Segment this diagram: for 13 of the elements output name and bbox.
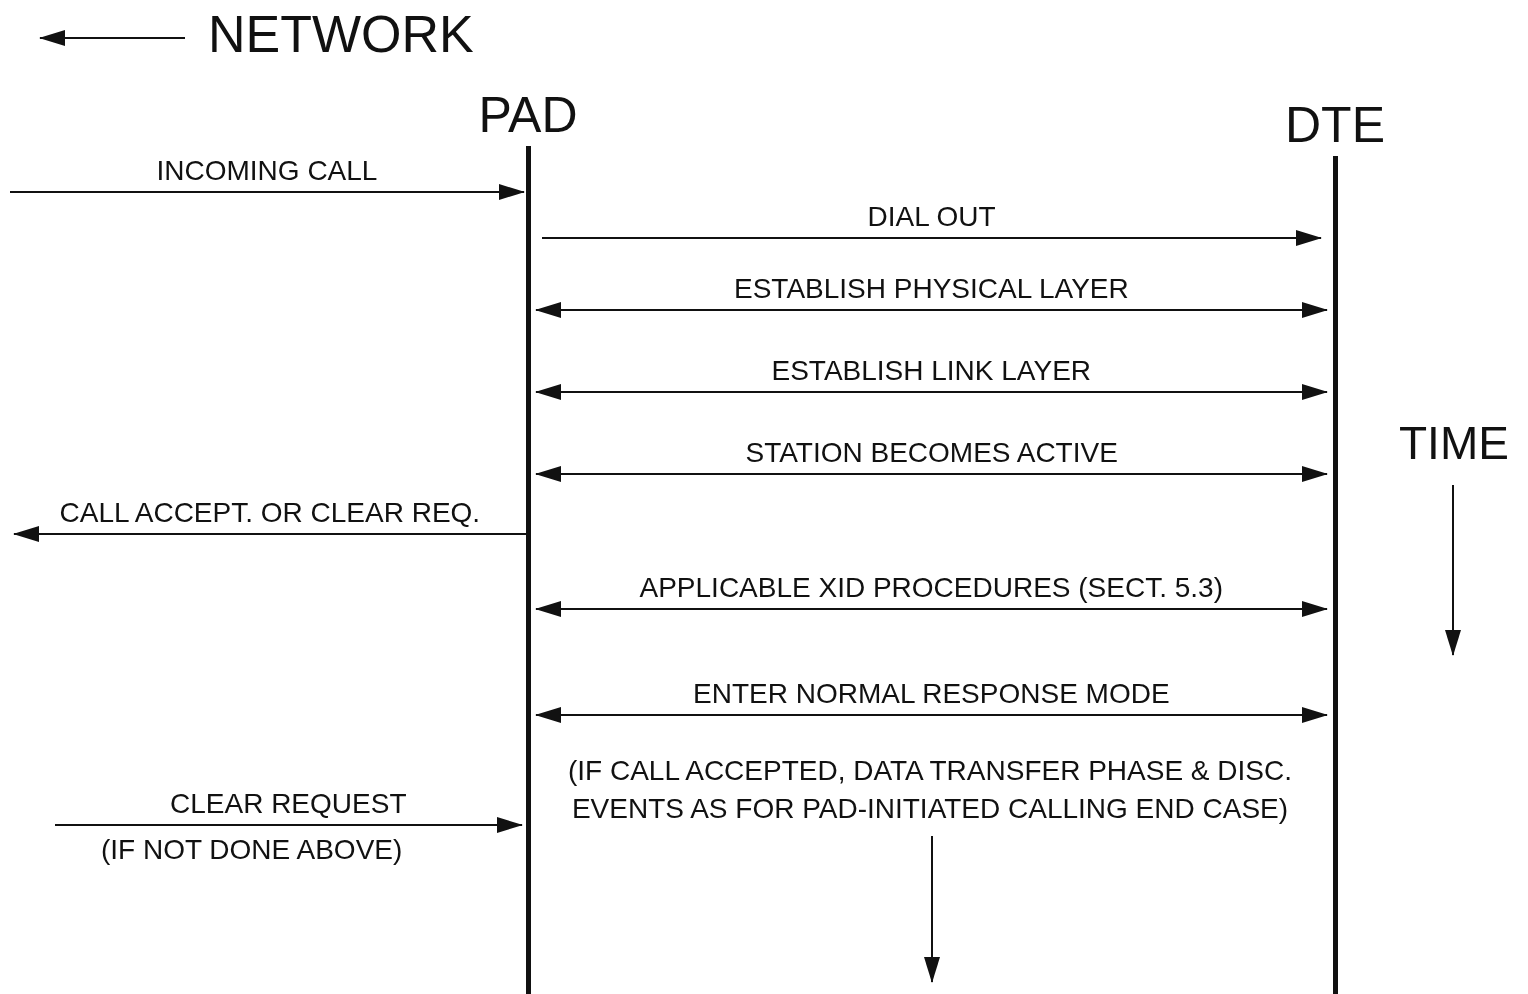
- message-arrow: [535, 384, 1328, 400]
- message-arrow: [535, 601, 1328, 617]
- message-arrow: [54, 817, 523, 833]
- message-arrow: [541, 230, 1322, 246]
- message-arrow: [13, 526, 527, 542]
- message-arrow: [535, 707, 1328, 723]
- message-arrow: [535, 302, 1328, 318]
- lifeline-title: PAD: [477, 88, 579, 142]
- message-arrow: [924, 835, 940, 983]
- message-arrow: [535, 466, 1328, 482]
- note-text: (IF CALL ACCEPTED, DATA TRANSFER PHASE & DISC. EVENTS AS FOR PAD-INITIATED CALLING END CASE): [565, 752, 1295, 828]
- message-arrow: [9, 184, 525, 200]
- lifeline-title: DTE: [1284, 98, 1386, 152]
